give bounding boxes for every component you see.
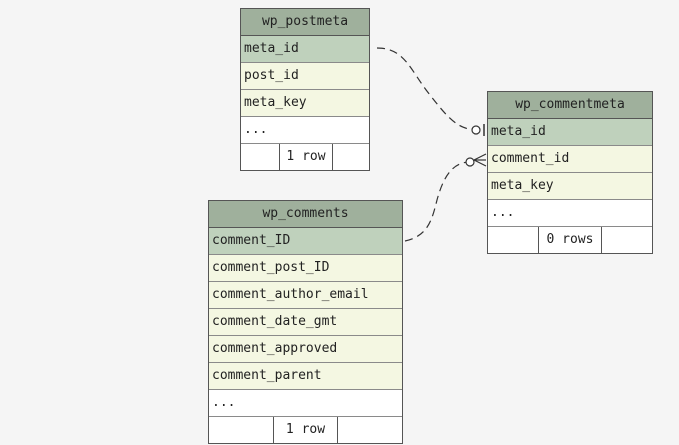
column-row[interactable]: comment_approved (209, 336, 402, 363)
column-row[interactable]: comment_post_ID (209, 255, 402, 282)
table-title[interactable]: wp_postmeta (241, 9, 369, 36)
row-count: 1 row (279, 144, 333, 170)
column-row[interactable]: meta_key (241, 90, 369, 117)
column-row[interactable]: comment_parent (209, 363, 402, 390)
column-row[interactable]: meta_id (488, 119, 652, 146)
link-postmeta-to-commentmeta (376, 47, 479, 131)
table-wp-comments[interactable]: wp_comments comment_ID comment_post_ID c… (208, 200, 403, 444)
column-row[interactable]: comment_author_email (209, 282, 402, 309)
table-footer: 1 row (209, 417, 402, 443)
column-row[interactable]: comment_date_gmt (209, 309, 402, 336)
table-title[interactable]: wp_comments (209, 201, 402, 228)
more-columns[interactable]: ... (241, 117, 369, 144)
table-wp-commentmeta[interactable]: wp_commentmeta meta_id comment_id meta_k… (487, 91, 653, 254)
table-footer: 1 row (241, 144, 369, 170)
more-columns[interactable]: ... (209, 390, 402, 417)
column-row[interactable]: meta_key (488, 173, 652, 200)
link-end-crowfoot (473, 153, 487, 161)
link-end-circle (471, 125, 481, 135)
more-columns[interactable]: ... (488, 200, 652, 227)
table-footer: 0 rows (488, 227, 652, 253)
row-count: 0 rows (538, 227, 602, 253)
column-row[interactable]: comment_id (488, 146, 652, 173)
link-comments-to-commentmeta (404, 161, 471, 242)
column-row[interactable]: comment_ID (209, 228, 402, 255)
table-wp-postmeta[interactable]: wp_postmeta meta_id post_id meta_key ...… (240, 8, 370, 171)
column-row[interactable]: meta_id (241, 36, 369, 63)
column-row[interactable]: post_id (241, 63, 369, 90)
table-title[interactable]: wp_commentmeta (488, 92, 652, 119)
link-end-circle (465, 157, 475, 167)
link-end-crowfoot (473, 159, 487, 167)
row-count: 1 row (273, 417, 338, 443)
